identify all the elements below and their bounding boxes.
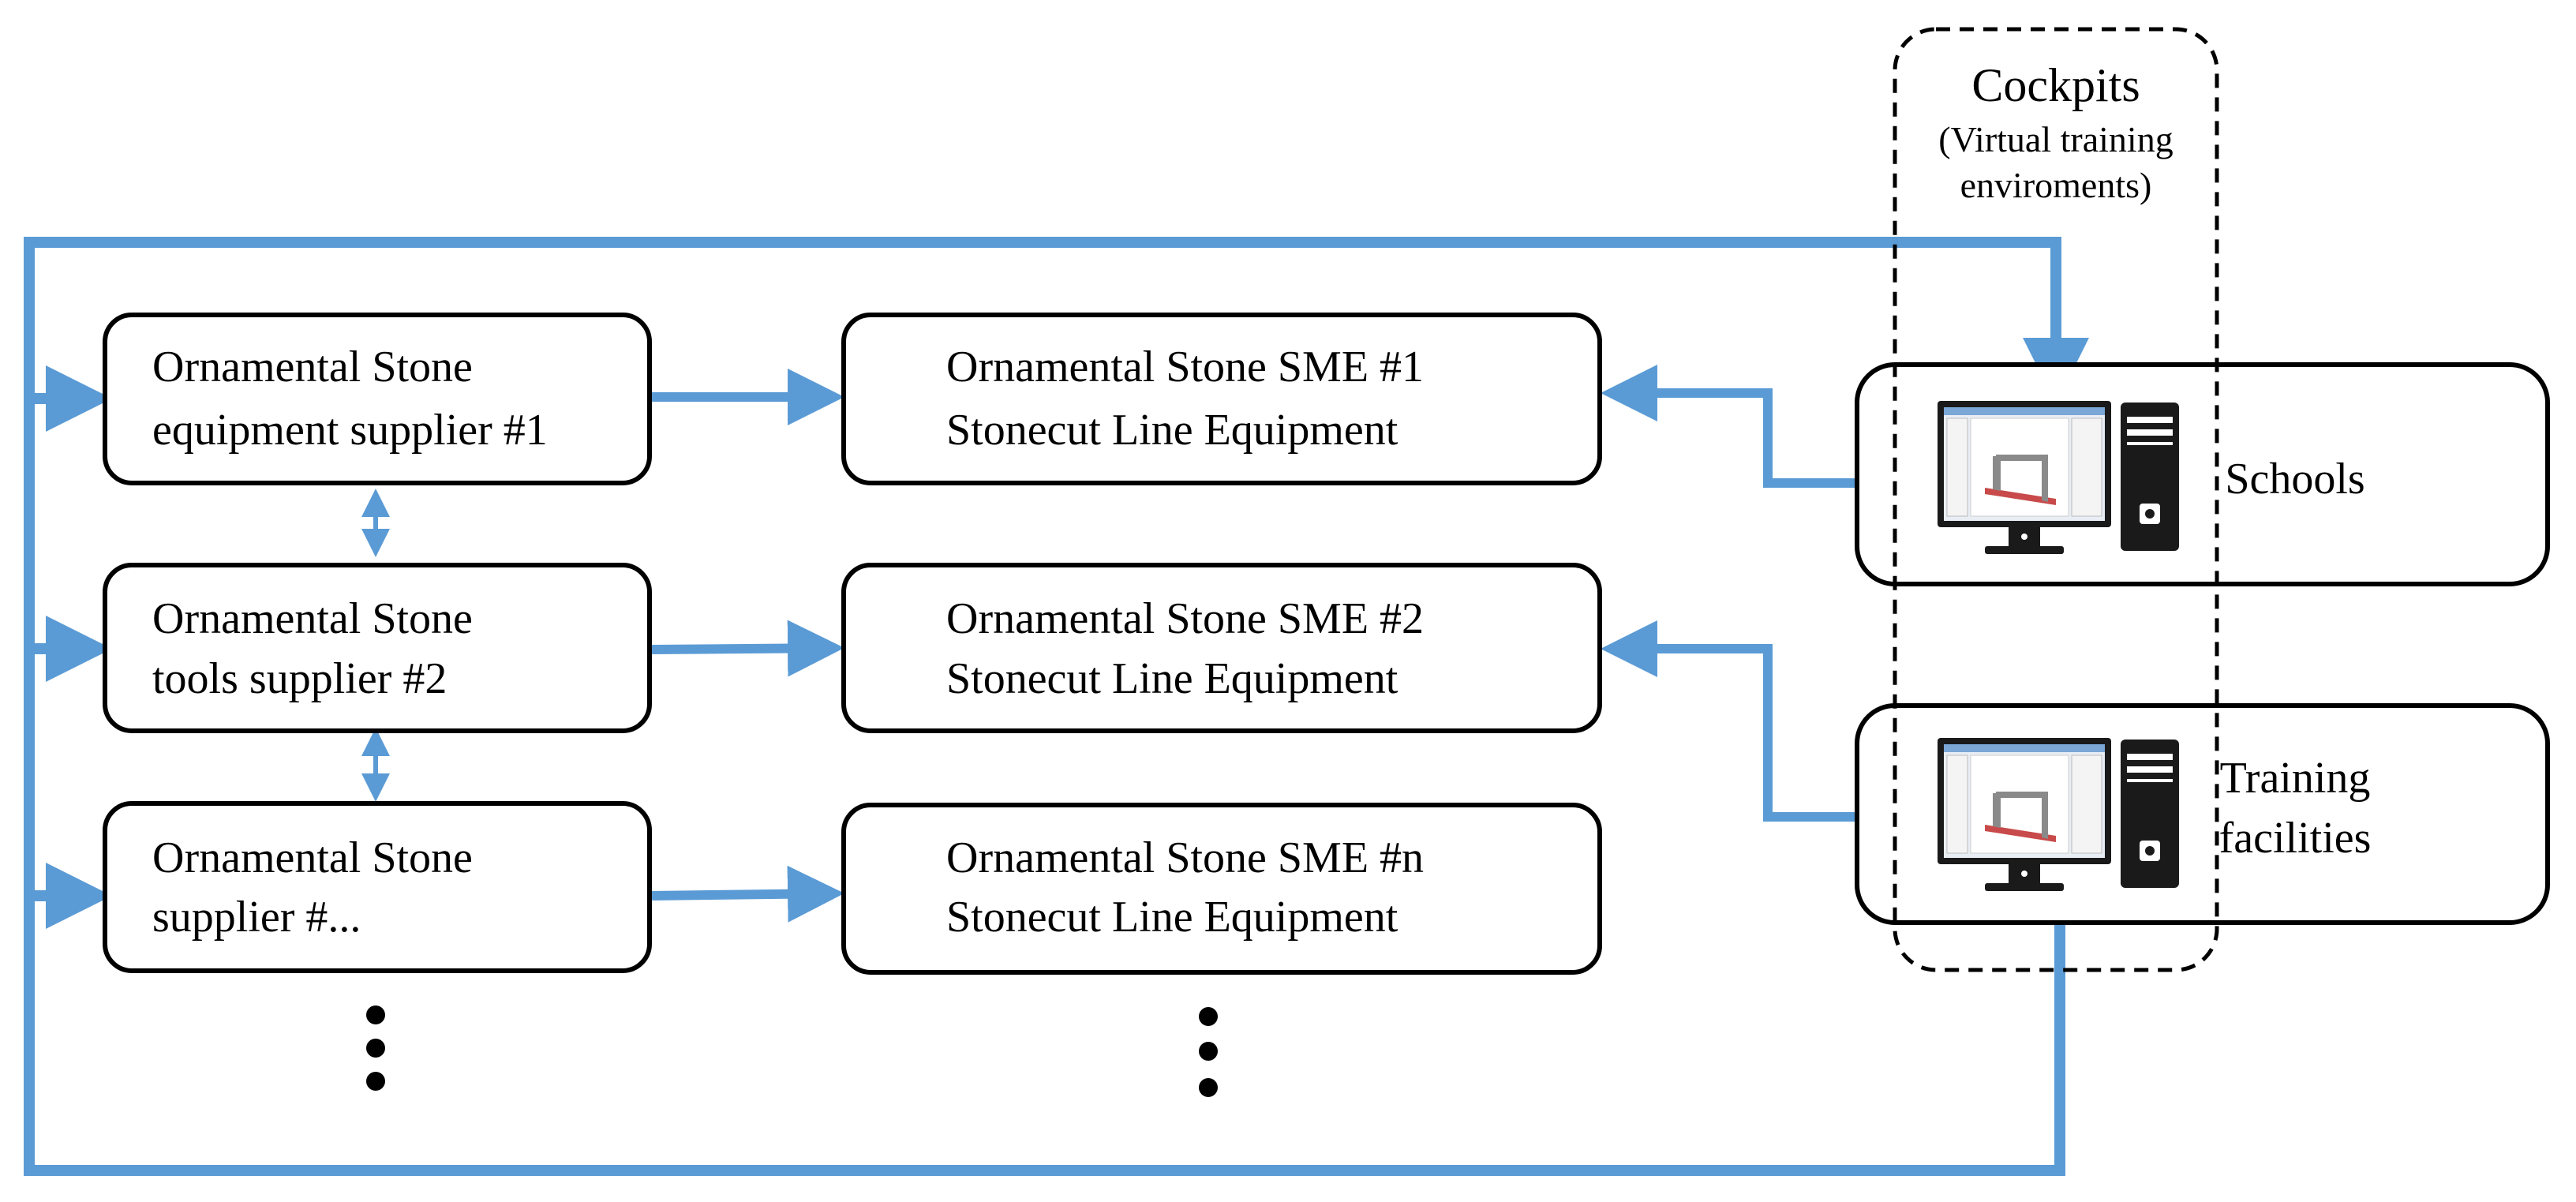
cockpits-subtitle-line1: (Virtual training <box>1938 119 2173 159</box>
sme-1-line2: Stonecut Line Equipment <box>946 406 1398 455</box>
supplier-1-line2: equipment supplier #1 <box>152 406 548 455</box>
supplier-2-line2: tools supplier #2 <box>152 654 447 703</box>
sme-box-3: Ornamental Stone SME #n Stonecut Line Eq… <box>841 803 1602 975</box>
desktop-computer-icon <box>1938 738 2179 891</box>
sme-2-line2: Stonecut Line Equipment <box>946 654 1398 703</box>
schools-label: Schools <box>2225 455 2364 504</box>
training-label-line1: Training <box>2220 754 2371 803</box>
supplier-sme-arrows <box>651 369 844 923</box>
feedback-loop <box>24 237 2089 1176</box>
vertical-ellipsis-icon <box>1199 1007 1218 1097</box>
sme-3-line1: Ornamental Stone SME #n <box>946 833 1424 882</box>
supplier-2-line1: Ornamental Stone <box>152 594 473 643</box>
loop-outer-path <box>24 237 2089 1176</box>
sme-cockpit-arrows <box>1601 365 1929 845</box>
arrow-sme2-training <box>1601 620 1929 845</box>
supplier-box-3: Ornamental Stone supplier #... <box>103 801 652 973</box>
arrow-sme1-schools <box>1601 365 1929 511</box>
sme-box-2: Ornamental Stone SME #2 Stonecut Line Eq… <box>841 563 1602 733</box>
supplier-3-line2: supplier #... <box>152 893 361 942</box>
sme-3-line2: Stonecut Line Equipment <box>946 893 1398 942</box>
supplier-box-1: Ornamental Stone equipment supplier #1 <box>103 313 652 485</box>
desktop-computer-icon <box>1938 401 2179 554</box>
supplier-1-line1: Ornamental Stone <box>152 343 473 391</box>
supplier-box-2: Ornamental Stone tools supplier #2 <box>103 563 652 733</box>
training-label-line2: facilities <box>2219 814 2372 863</box>
sme-1-line1: Ornamental Stone SME #1 <box>946 343 1424 391</box>
sme-2-line1: Ornamental Stone SME #2 <box>946 594 1424 643</box>
cockpits-container: Cockpits (Virtual training enviroments) <box>1893 27 2219 972</box>
arrow-supplier3-sme3 <box>651 865 844 923</box>
vertical-ellipsis-icon <box>366 1005 385 1091</box>
arrow-supplier2-sme2 <box>651 620 844 677</box>
cockpits-title: Cockpits <box>1971 59 2140 111</box>
sme-box-1: Ornamental Stone SME #1 Stonecut Line Eq… <box>841 313 1602 485</box>
supplier-3-line1: Ornamental Stone <box>152 833 473 882</box>
cockpits-subtitle-line2: enviroments) <box>1960 165 2152 205</box>
